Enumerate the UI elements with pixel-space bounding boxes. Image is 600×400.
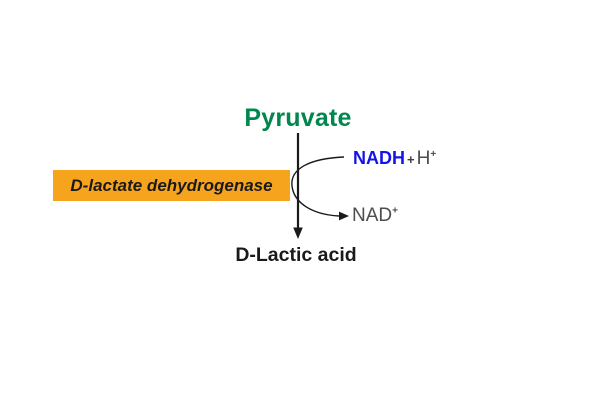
h-label: H <box>416 148 431 169</box>
substrate-label: Pyruvate <box>244 104 352 132</box>
nadh-label: NADH <box>353 148 405 168</box>
plus-separator: + <box>407 152 415 167</box>
enzyme-box: D-lactate dehydrogenase <box>53 170 290 201</box>
product-label: D-Lactic acid <box>235 244 357 266</box>
cofactor-curve-arrow-icon <box>291 156 349 221</box>
enzyme-label: D-lactate dehydrogenase <box>70 175 273 195</box>
cofactor-in-label: NADH+H+ <box>353 148 436 170</box>
h-superscript: + <box>430 149 437 160</box>
main-reaction-arrow-icon <box>293 133 303 239</box>
cofactor-out-label: NAD+ <box>352 205 398 227</box>
nad-superscript: + <box>392 205 398 217</box>
nad-label: NAD <box>352 205 393 226</box>
